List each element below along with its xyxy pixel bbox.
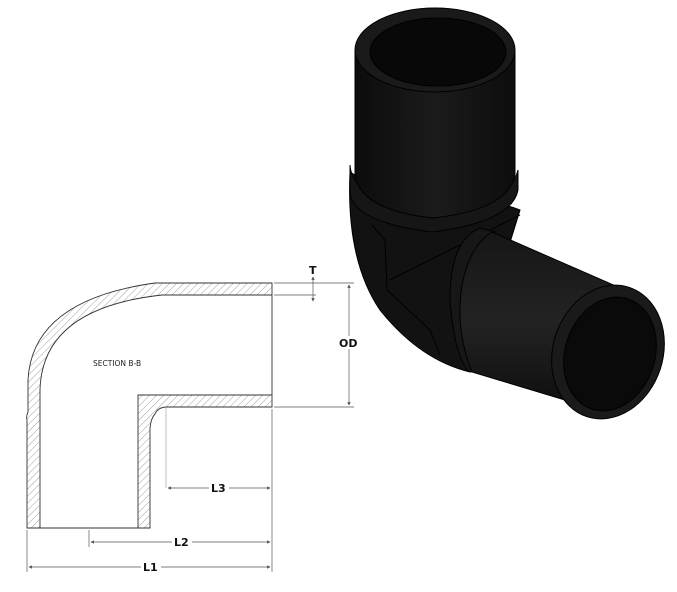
dim-label-l1: L1 — [143, 561, 158, 574]
dim-label-t: T — [309, 264, 317, 277]
dim-label-od: OD — [339, 337, 357, 350]
inner-wall-section — [137, 394, 273, 529]
horizontal-socket-bore — [563, 296, 657, 412]
outer-wall-section — [26, 282, 273, 529]
vertical-socket-bore — [369, 17, 507, 87]
dim-label-l2: L2 — [174, 536, 189, 549]
vertical-socket — [354, 49, 516, 219]
dimension-labels: T OD L3 L2 L1 — [141, 262, 360, 574]
elbow-3d-render — [349, 7, 665, 420]
section-view: SECTION B-B — [26, 282, 273, 529]
dim-label-l3: L3 — [211, 482, 226, 495]
section-title: SECTION B-B — [93, 359, 141, 368]
